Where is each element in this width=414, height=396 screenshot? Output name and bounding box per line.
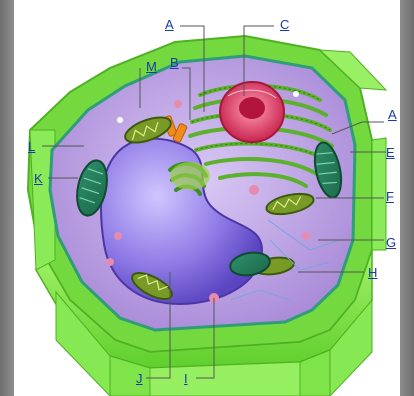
label-j: J [136, 372, 143, 386]
label-f: F [386, 190, 394, 204]
label-l: L [28, 140, 35, 154]
label-k: K [34, 172, 43, 186]
label-a-right: A [388, 108, 397, 122]
label-a-top: A [165, 18, 174, 32]
label-g: G [386, 236, 396, 250]
label-i: I [184, 372, 188, 386]
label-e: E [386, 146, 395, 160]
label-c: C [280, 18, 289, 32]
label-b: B [170, 56, 179, 70]
label-h: H [368, 266, 377, 280]
nucleolus [239, 97, 265, 119]
label-m: M [146, 60, 157, 74]
